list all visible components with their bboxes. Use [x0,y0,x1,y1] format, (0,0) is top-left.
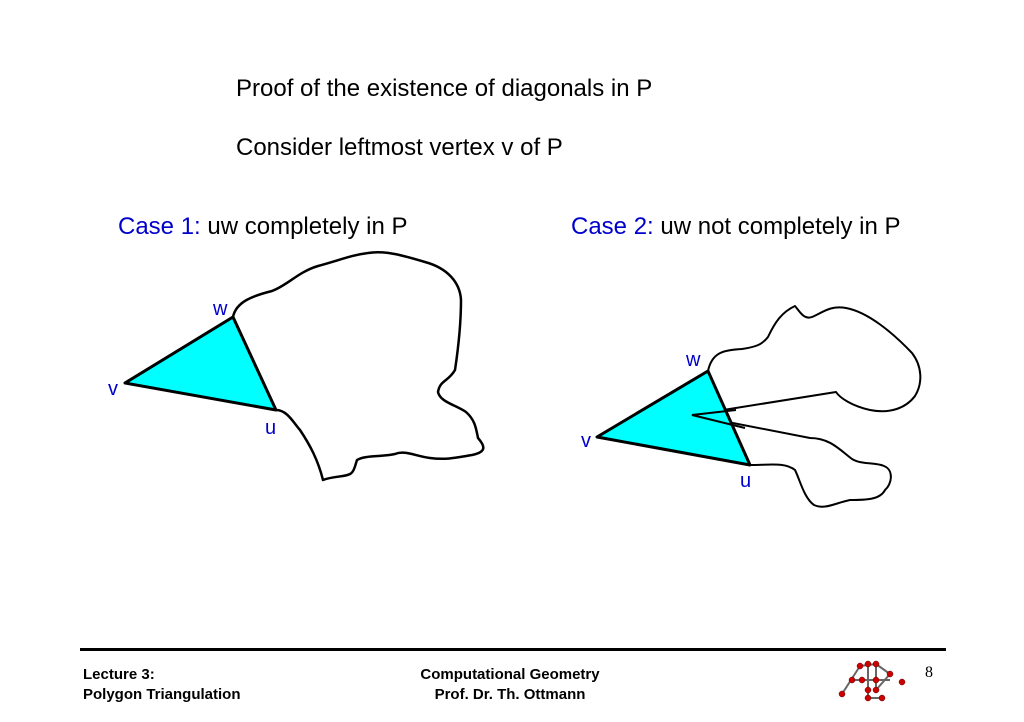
case-2-vertex-u-label: u [740,470,751,492]
case-1-vertex-u-label: u [265,417,276,439]
footer-lecture-number: Lecture 3: [83,666,155,683]
case-1-vertex-w-label: w [212,298,228,320]
footer-course-info: Computational Geometry Prof. Dr. Th. Ott… [360,665,660,705]
case-1-triangle [123,315,278,412]
case-1-text: uw completely in P [200,213,408,240]
slide-title: Proof of the existence of diagonals in P [236,75,653,102]
case-2-vertex-w-label: w [685,349,701,371]
university-logo-icon [838,660,906,702]
case-2-notch-edges [691,409,746,429]
case-2-polygon [691,305,922,508]
footer-lecture-topic: Polygon Triangulation [83,686,241,703]
case-2-vertex-v-label: v [581,430,591,452]
case-2-label: Case 2: [571,213,654,240]
case-1-heading: Case 1: uw completely in P [118,213,407,241]
footer-professor: Prof. Dr. Th. Ottmann [434,686,586,703]
case-2-triangle [595,369,752,467]
footer-lecture-info: Lecture 3: Polygon Triangulation [83,665,241,705]
case-1-vertex-v-label: v [108,378,118,400]
footer-course-name: Computational Geometry [420,666,600,683]
slide-subtitle: Consider leftmost vertex v of P [236,134,563,161]
page-number: 8 [925,664,933,681]
case-2-heading: Case 2: uw not completely in P [571,213,901,241]
case-1-polygon [231,251,485,482]
case-2-text: uw not completely in P [653,213,901,240]
footer-divider [80,648,946,651]
case-1-label: Case 1: [118,213,201,240]
